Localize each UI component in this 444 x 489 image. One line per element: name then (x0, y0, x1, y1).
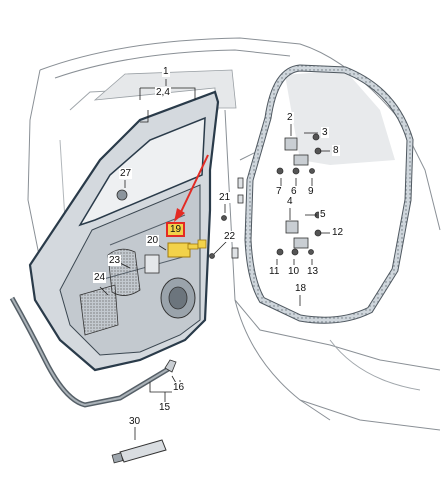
callout-p7: 7 (275, 186, 283, 197)
callout-p1: 1 (162, 66, 170, 77)
callout-p27: 27 (119, 168, 133, 179)
callout-p22: 22 (223, 231, 237, 242)
callout-p24: 24 (93, 272, 107, 283)
side-window-glass (285, 70, 395, 165)
callout-p15: 15 (158, 402, 172, 413)
callout-p18: 18 (294, 283, 308, 294)
front-door (28, 90, 220, 372)
callout-p10: 10 (287, 266, 301, 277)
callout-p2: 2 (286, 112, 294, 123)
callout-p12: 12 (331, 227, 345, 238)
callout-p30: 30 (128, 416, 142, 427)
callout-p24a: 2,4 (155, 87, 171, 98)
part-19-highlight (167, 239, 207, 258)
callout-p9: 9 (307, 186, 315, 197)
callout-p5: 5 (319, 209, 327, 220)
callout-p6: 6 (290, 186, 298, 197)
callout-p13: 13 (306, 266, 320, 277)
pointer-arrow (179, 154, 209, 215)
callout-p8: 8 (332, 145, 340, 156)
callout-p21: 21 (218, 192, 232, 203)
callout-p4: 4 (286, 196, 294, 207)
callout-p11: 11 (268, 266, 281, 277)
grease-tube-30 (111, 439, 167, 464)
callout-p3: 3 (321, 127, 329, 138)
callout-p19: 19 (166, 222, 186, 237)
callout-p20: 20 (146, 235, 160, 246)
callout-p16: 16 (172, 382, 186, 393)
clip-16 (164, 359, 177, 373)
callout-p23: 23 (108, 255, 122, 266)
leader-lines (99, 79, 330, 440)
